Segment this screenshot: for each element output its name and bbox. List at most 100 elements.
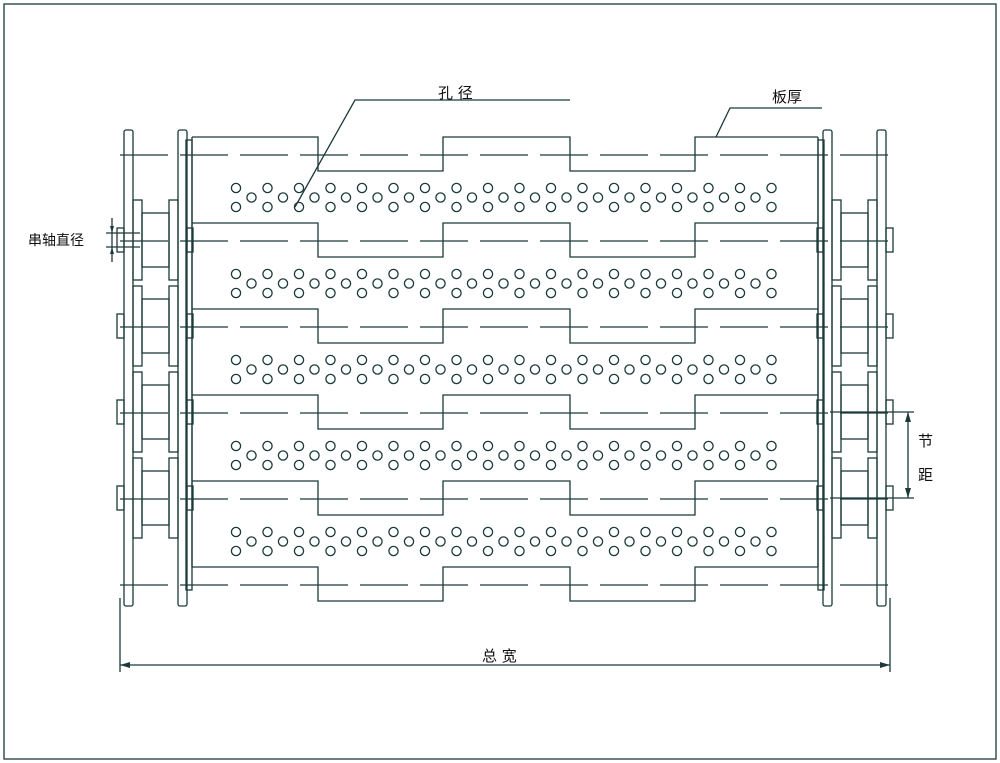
hole	[262, 268, 273, 280]
pin-end	[816, 485, 824, 511]
pin-end	[816, 399, 824, 425]
hole	[514, 182, 525, 194]
hole	[230, 545, 242, 557]
dimension-total-width	[119, 598, 891, 672]
hole	[403, 536, 415, 547]
pin-head	[116, 227, 125, 253]
hole	[655, 278, 667, 289]
hole	[356, 545, 368, 557]
hole	[671, 287, 683, 299]
hole	[577, 373, 588, 385]
hole	[451, 440, 462, 452]
hole	[687, 536, 698, 547]
hole	[419, 201, 431, 213]
link-plate	[867, 199, 878, 281]
hole	[734, 268, 746, 280]
plate-flange	[185, 139, 193, 591]
link-plate	[831, 285, 842, 367]
hole	[325, 526, 336, 538]
link-plate	[132, 199, 143, 281]
hole	[514, 545, 525, 557]
hole	[230, 182, 242, 194]
hole	[309, 450, 320, 461]
hole	[262, 373, 273, 385]
pin-head	[885, 313, 894, 339]
hole	[309, 364, 320, 375]
outer-link-plate	[876, 129, 887, 607]
hole	[277, 192, 289, 203]
hole	[325, 373, 336, 385]
hole	[466, 450, 478, 461]
hole	[766, 459, 777, 471]
hole	[230, 526, 242, 538]
hole	[372, 278, 383, 289]
hole	[608, 459, 620, 471]
hole	[419, 268, 431, 280]
roller	[141, 298, 170, 354]
hole	[529, 364, 541, 375]
hole	[608, 545, 620, 557]
pin-head	[116, 485, 125, 511]
hole	[325, 459, 336, 471]
pin-end	[186, 485, 194, 511]
hole	[419, 182, 431, 194]
hole	[293, 354, 305, 366]
hole	[545, 354, 557, 366]
hole	[230, 373, 242, 385]
hole	[561, 192, 572, 203]
hole	[482, 287, 494, 299]
hole	[482, 182, 494, 194]
hole	[246, 450, 257, 461]
hole	[592, 450, 604, 461]
plate-edge	[192, 308, 818, 344]
hole	[482, 354, 494, 366]
hole	[388, 440, 399, 452]
roller	[840, 298, 869, 354]
hole	[671, 268, 683, 280]
hole	[671, 182, 683, 194]
inner-link-plate	[822, 129, 833, 607]
hole	[466, 192, 478, 203]
hole	[529, 278, 541, 289]
hole	[640, 373, 651, 385]
hole	[230, 287, 242, 299]
hole	[545, 459, 557, 471]
hole	[435, 536, 446, 547]
hole	[372, 536, 383, 547]
hole	[687, 192, 698, 203]
hole	[419, 373, 431, 385]
hole	[703, 545, 714, 557]
hole	[293, 201, 305, 213]
hole	[277, 450, 289, 461]
hole	[325, 545, 336, 557]
hole	[734, 201, 746, 213]
hole	[403, 192, 415, 203]
hole	[577, 440, 588, 452]
hole	[529, 450, 541, 461]
hole	[514, 459, 525, 471]
hole	[624, 192, 635, 203]
pin-end	[816, 313, 824, 339]
hole	[356, 440, 368, 452]
hole	[734, 526, 746, 538]
hole	[750, 364, 761, 375]
hole	[561, 536, 572, 547]
hole	[592, 536, 604, 547]
hole	[325, 268, 336, 280]
hole	[356, 287, 368, 299]
hole	[561, 450, 572, 461]
leader-plate-thickness	[715, 107, 822, 138]
inner-link-plate	[177, 129, 188, 607]
hole	[655, 536, 667, 547]
link-plate	[831, 199, 842, 281]
hole	[325, 287, 336, 299]
hole	[718, 364, 730, 375]
hole	[545, 545, 557, 557]
hole	[734, 182, 746, 194]
hole	[277, 364, 289, 375]
hole	[246, 364, 257, 375]
hole	[718, 450, 730, 461]
hole	[498, 192, 509, 203]
hole	[293, 545, 305, 557]
